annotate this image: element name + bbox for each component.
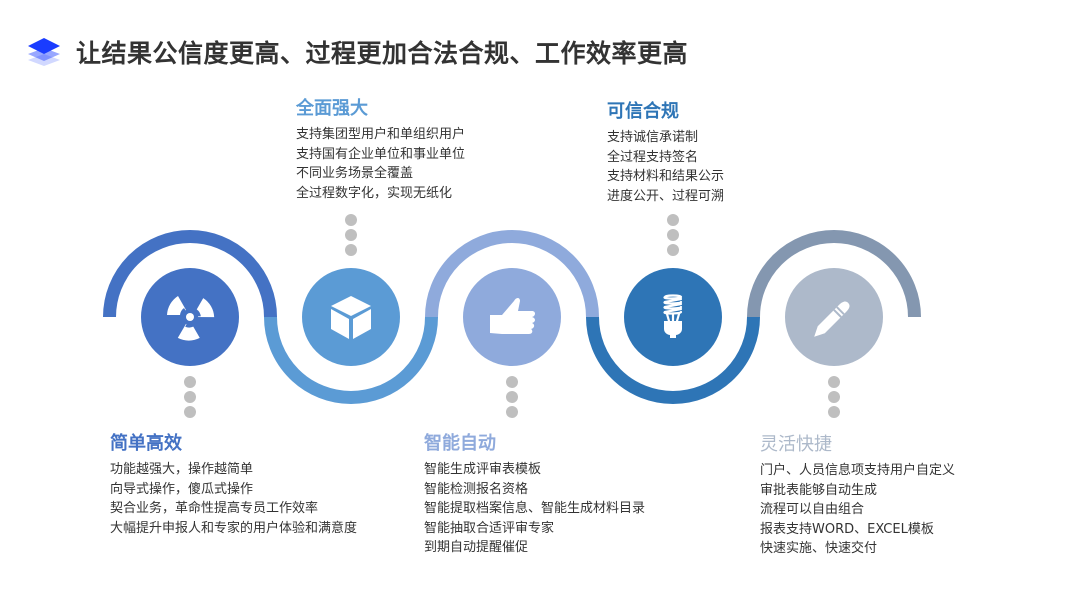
- feature-item: 到期自动提醒催促: [424, 540, 529, 555]
- connector-dots-1: [184, 376, 196, 421]
- feature-item: 快速实施、快速交付: [760, 541, 878, 556]
- cube-icon: [331, 296, 371, 339]
- feature-item: 功能越强大，操作越简单: [110, 462, 254, 477]
- node-comprehensive: [302, 268, 400, 366]
- arc-5: [747, 230, 921, 318]
- feature-title: 智能自动: [424, 433, 496, 454]
- feature-comprehensive: 全面强大 支持集团型用户和单组织用户 支持国有企业单位和事业单位 不同业务场景全…: [296, 97, 465, 203]
- feature-title: 简单高效: [110, 433, 182, 454]
- feature-intelligent: 智能自动 智能生成评审表模板 智能检测报名资格 智能提取档案信息、智能生成材料目…: [424, 432, 645, 558]
- lightbulb-icon: [663, 294, 683, 338]
- connector-dots-4: [667, 214, 679, 259]
- feature-item: 支持材料和结果公示: [607, 169, 725, 184]
- node-flexible-fast: [785, 268, 883, 366]
- connector-dots-3: [506, 376, 518, 421]
- feature-item: 智能提取档案信息、智能生成材料目录: [424, 501, 646, 516]
- thumbs-up-icon: [490, 298, 535, 334]
- pencil-icon: [814, 301, 850, 337]
- page-title: 让结果公信度更高、过程更加合法合规、工作效率更高: [76, 39, 689, 68]
- feature-item: 智能检测报名资格: [424, 481, 529, 497]
- feature-item: 智能抽取合适评审专家: [424, 520, 555, 536]
- feature-item: 支持国有企业单位和事业单位: [296, 146, 466, 162]
- feature-item: 进度公开、过程可溯: [607, 188, 725, 204]
- feature-item: 支持集团型用户和单组织用户: [296, 127, 466, 142]
- header: 让结果公信度更高、过程更加合法合规、工作效率更高: [24, 32, 688, 72]
- node-trusted-compliant: [624, 268, 722, 366]
- feature-title: 全面强大: [296, 98, 368, 119]
- feature-item: 全过程数字化，实现无纸化: [296, 185, 453, 201]
- feature-item: 向导式操作，傻瓜式操作: [110, 481, 254, 497]
- feature-flexible-fast: 灵活快捷 门户、人员信息项支持用户自定义 审批表能够自动生成 流程可以自由组合 …: [760, 433, 955, 559]
- node-simple-efficient: [141, 268, 239, 366]
- connector-dots-5: [828, 376, 840, 421]
- feature-trusted-compliant: 可信合规 支持诚信承诺制 全过程支持签名 支持材料和结果公示 进度公开、过程可溯: [607, 100, 724, 206]
- arc-4: [586, 316, 760, 404]
- feature-item: 契合业务，革命性提高专员工作效率: [110, 501, 319, 516]
- arc-2: [264, 316, 438, 404]
- layers-icon: [28, 38, 60, 66]
- feature-item: 支持诚信承诺制: [607, 130, 699, 145]
- connector-dots-2: [345, 214, 357, 259]
- feature-item: 全过程支持签名: [607, 149, 699, 165]
- feature-item: 智能生成评审表模板: [424, 462, 542, 477]
- feature-item: 审批表能够自动生成: [760, 482, 878, 498]
- feature-item: 流程可以自由组合: [760, 502, 865, 517]
- feature-title: 灵活快捷: [760, 434, 832, 455]
- feature-item: 不同业务场景全覆盖: [296, 166, 414, 181]
- feature-item: 大幅提升申报人和专家的用户体验和满意度: [110, 520, 358, 536]
- radiation-icon: [167, 296, 215, 341]
- feature-item: 门户、人员信息项支持用户自定义: [760, 463, 956, 478]
- feature-simple-efficient: 简单高效 功能越强大，操作越简单 向导式操作，傻瓜式操作 契合业务，革命性提高专…: [110, 432, 357, 538]
- feature-title: 可信合规: [607, 101, 679, 122]
- arc-1: [103, 230, 277, 318]
- arc-3: [425, 230, 599, 318]
- node-intelligent: [463, 268, 561, 366]
- feature-item: 报表支持WORD、EXCEL模板: [760, 521, 934, 537]
